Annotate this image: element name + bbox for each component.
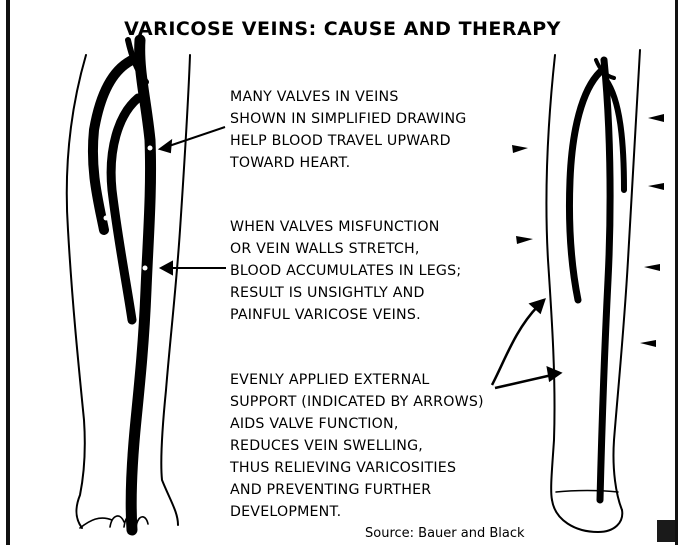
left-vein-branch-b xyxy=(111,98,138,320)
left-vein-main xyxy=(131,40,150,530)
source-credit: Source: Bauer and Black xyxy=(365,526,525,541)
paragraph-therapy: EVENLY APPLIED EXTERNAL SUPPORT (INDICAT… xyxy=(230,369,484,523)
left-foot-toes xyxy=(80,515,148,528)
corner-mark xyxy=(657,520,675,542)
left-leg-outline-right xyxy=(161,55,190,525)
left-leg xyxy=(67,40,190,530)
right-vein-main xyxy=(600,60,610,500)
paragraph-valves: MANY VALVES IN VEINS SHOWN IN SIMPLIFIED… xyxy=(230,86,466,174)
right-leg-outline-left xyxy=(546,55,555,500)
support-arrows xyxy=(512,114,664,347)
right-foot-line xyxy=(556,491,618,493)
right-foot xyxy=(552,500,622,532)
right-leg xyxy=(546,50,640,532)
right-vein-branch-a xyxy=(569,72,600,300)
pointer-arrows xyxy=(160,127,226,274)
left-leg-outline-left xyxy=(67,55,86,528)
therapy-arrows xyxy=(492,300,560,388)
paragraph-cause: WHEN VALVES MISFUNCTION OR VEIN WALLS ST… xyxy=(230,216,461,326)
